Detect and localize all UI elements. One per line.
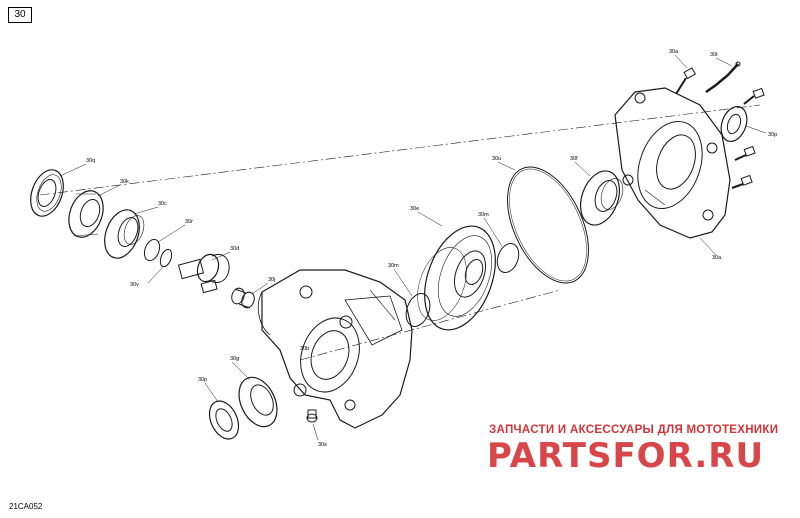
callout-30r: 30r — [185, 219, 193, 225]
callout-30f: 30f — [570, 156, 578, 162]
o-ring-30m-left — [405, 293, 431, 327]
main-housing — [257, 269, 413, 429]
o-ring-30u — [507, 166, 589, 284]
callout-30g: 30g — [230, 356, 239, 362]
centre-line-lower — [299, 289, 561, 361]
bolt-right-1 — [743, 87, 765, 105]
bearing-30f — [579, 170, 624, 226]
page-number-box: 30 — [8, 7, 32, 23]
callout-30t: 30t — [710, 52, 718, 58]
cover-30e — [417, 225, 496, 331]
callout-30m-left: 30m — [388, 263, 399, 269]
callout-30m-mid: 30m — [478, 212, 489, 218]
callout-30k: 30k — [120, 179, 129, 185]
bearing-30k — [68, 190, 104, 238]
leader-lines — [59, 54, 767, 441]
watermark-logo: PARTSFOR.RU — [487, 436, 765, 476]
o-ring-30m-mid — [496, 242, 520, 274]
oil-seal-right — [720, 105, 748, 143]
callout-30e: 30e — [410, 206, 419, 212]
callout-30p-right: 30p — [768, 132, 777, 138]
callout-30s: 30s — [318, 442, 327, 448]
callout-30j: 30j — [268, 277, 275, 283]
watermark-caption: ЗАПЧАСТИ И АКСЕССУАРЫ ДЛЯ МОТОТЕХНИКИ — [489, 424, 779, 436]
bolt-right-2 — [734, 145, 756, 161]
ring-30r — [143, 238, 161, 262]
end-housing-30a — [614, 87, 731, 239]
bolt-right-3 — [731, 174, 753, 189]
callout-30b: 30b — [300, 346, 309, 352]
callout-30a-bottom: 30a — [712, 255, 722, 261]
callout-30c: 30c — [158, 201, 167, 207]
bearing-30g — [238, 376, 278, 428]
callout-30v: 30v — [130, 282, 139, 288]
callout-30u: 30u — [492, 156, 501, 162]
drawing-code: 21CA052 — [9, 502, 43, 511]
callout-30q: 30q — [86, 158, 95, 164]
callout-labels: 30q 30k 30c 30r 30d 30v 30j 30g 30p 30s … — [86, 49, 777, 448]
oil-seal-lower — [208, 400, 240, 440]
bearing-30c — [104, 209, 145, 259]
ring-30v — [159, 248, 173, 268]
oil-seal-left — [30, 169, 64, 217]
breather-tube-30t — [705, 61, 741, 94]
centre-line — [39, 104, 761, 196]
callout-30a-top: 30a — [669, 49, 679, 55]
drain-plug-30s — [306, 409, 318, 423]
bushing-30j — [231, 287, 255, 309]
shaft-30d — [177, 253, 230, 294]
bolt-30q-top — [675, 67, 697, 95]
callout-30d: 30d — [230, 246, 239, 252]
callout-30p-left: 30p — [198, 377, 207, 383]
